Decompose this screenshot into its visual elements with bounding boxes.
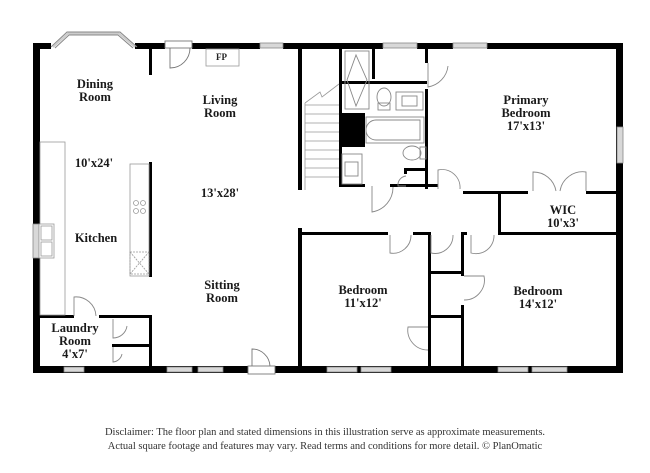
room-dimensions: 14'x12'	[518, 297, 558, 311]
room-label-primary-bedroom: Primary Bedroom 17'x13'	[501, 94, 550, 133]
room-label-sitting: Sitting Room	[204, 279, 239, 305]
door-swings	[73, 63, 587, 363]
bay-window	[50, 31, 138, 49]
room-name: Primary	[503, 93, 549, 107]
room-name: Room	[59, 334, 91, 348]
disclaimer-line-1: Disclaimer: The floor plan and stated di…	[104, 427, 546, 438]
room-name: Living	[202, 93, 238, 107]
doors	[164, 40, 276, 375]
room-name: Bedroom	[513, 284, 563, 298]
kitchen-fixtures	[38, 48, 240, 316]
room-label-wic: WIC 10'x3'	[547, 204, 579, 230]
dimension-dining-kitchen: 10'x24'	[75, 157, 113, 170]
windows	[32, 42, 624, 373]
room-label-laundry: Laundry Room 4'x7'	[51, 322, 98, 361]
interior-walls	[40, 49, 623, 368]
room-name: Laundry	[51, 321, 99, 335]
room-name: Kitchen	[74, 231, 118, 245]
room-name: Dining	[76, 77, 114, 91]
staircase	[304, 83, 340, 190]
room-name: Bedroom	[338, 283, 388, 297]
room-name: Room	[206, 291, 238, 305]
room-dimensions: 11'x12'	[344, 296, 382, 310]
room-dimensions: 13'x28'	[200, 186, 240, 200]
disclaimer-line-2: Actual square footage and features may v…	[107, 441, 543, 452]
dimension-living-sitting: 13'x28'	[201, 187, 239, 200]
bath-fixtures	[341, 50, 427, 187]
room-label-bedroom-3: Bedroom 14'x12'	[513, 285, 562, 311]
room-label-kitchen: Kitchen	[75, 232, 117, 245]
room-name: Bedroom	[501, 106, 551, 120]
room-label-dining: Dining Room	[77, 78, 113, 104]
room-label-living: Living Room	[203, 94, 238, 120]
room-dimensions: 17'x13'	[506, 119, 546, 133]
room-dimensions: 10'x24'	[74, 156, 114, 170]
disclaimer: Disclaimer: The floor plan and stated di…	[0, 426, 650, 454]
room-name: Room	[204, 106, 236, 120]
room-dimensions: 4'x7'	[62, 347, 88, 361]
room-dimensions: 10'x3'	[547, 216, 579, 230]
fireplace-label: FP	[216, 52, 227, 62]
room-name: WIC	[549, 203, 577, 217]
room-name: Room	[79, 90, 111, 104]
room-name: Sitting	[204, 278, 240, 292]
room-label-bedroom-2: Bedroom 11'x12'	[338, 284, 387, 310]
